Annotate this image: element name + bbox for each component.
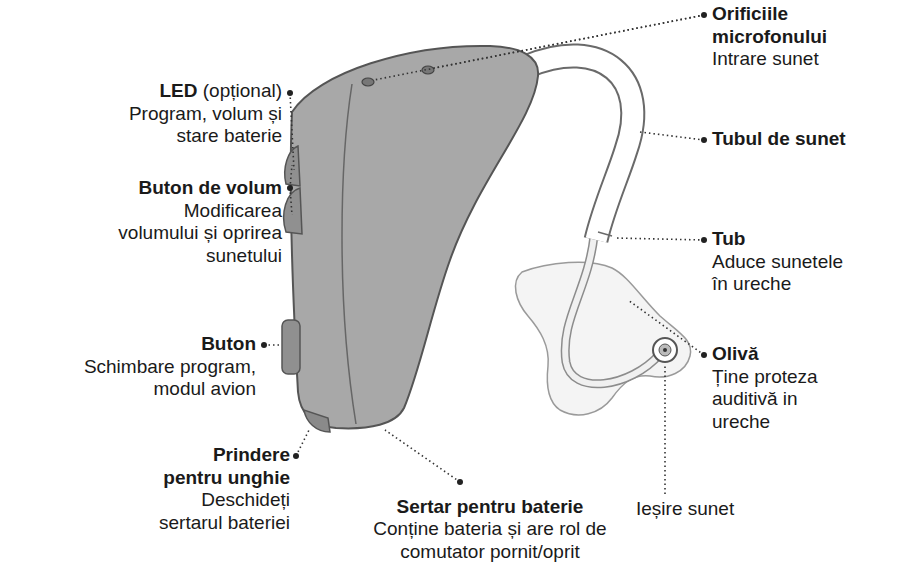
tube-joint [598,232,612,236]
leader-line [290,165,292,188]
volume-button [284,188,302,234]
part-name: Tubul de sunet [712,128,892,151]
part-name: LED [159,80,197,101]
part-description: (opțional) [203,80,282,101]
program-button [282,320,300,374]
callout-label: Prindere pentru unghieDeschideți sertaru… [152,444,290,534]
microphone-hole [422,66,434,74]
tube [565,236,660,384]
sound-output [653,338,677,362]
sound-output-inner [659,344,671,356]
leader-line [614,238,704,240]
sound-tube [528,56,633,240]
housing-seam [342,84,356,424]
leader-dots [261,12,707,485]
leader-line [290,93,294,170]
microphone-hole [362,78,374,86]
callout-label: LED (opțional)Program, volum și stare bat… [100,80,282,148]
sound-output-core [663,348,667,352]
nail-grip [304,410,330,432]
part-name: Olivă [712,343,837,366]
part-name: Buton [66,333,256,356]
part-description: Program, volum și stare baterie [100,103,282,148]
leader-dot [293,453,299,459]
callout-label: TubAduce sunetele în ureche [712,228,862,296]
leader-dot [261,342,267,348]
part-description: Schimbare program, modul avion [66,356,256,401]
label-line: LED (opțional) [100,80,282,103]
part-description: Ține proteza auditivă in ureche [712,366,837,434]
part-description: Deschideți sertarul bateriei [152,489,290,534]
callout-label: Sertar pentru baterieConține bateria și … [340,496,640,564]
part-name: Sertar pentru baterie [340,496,640,519]
leader-dot [457,479,463,485]
part-name: Tub [712,228,862,251]
part-description: Intrare sunet [712,48,872,71]
leader-line [385,430,460,482]
leader-line [290,188,292,215]
leader-dot [287,90,293,96]
leader-dot [701,352,707,358]
leader-line [296,428,310,456]
leader-dot [701,12,707,18]
leader-dot [701,137,707,143]
housing [291,46,538,428]
part-description: Conține bateria și are rol de comutator … [340,518,640,563]
ear-mould [515,262,690,415]
callout-label: Buton de volumModificarea volumului și o… [100,177,282,267]
leader-line [640,132,704,140]
leader-line [664,364,666,494]
tube-outline [565,236,660,384]
part-name: Prindere pentru unghie [152,444,290,489]
sound-tube-outline [528,56,633,240]
callout-label: OlivăȚine proteza auditivă in ureche [712,343,837,433]
callout-label: Tubul de sunet [712,128,892,151]
part-name: Buton de volum [100,177,282,200]
part-name: Orificiile microfonului [712,3,872,48]
part-description: Aduce sunetele în ureche [712,251,862,296]
leader-lines [264,15,704,494]
leader-line [628,300,704,355]
callout-label: Orificiile microfonuluiIntrare sunet [712,3,872,71]
leader-line [374,15,704,80]
callout-label: ButonSchimbare program, modul avion [66,333,256,401]
callout-label: Ieșire sunet [636,498,796,521]
leader-dot [701,237,707,243]
leader-dot [287,185,293,191]
part-description: Ieșire sunet [636,498,796,521]
part-description: Modificarea volumului și oprirea sunetul… [100,200,282,268]
